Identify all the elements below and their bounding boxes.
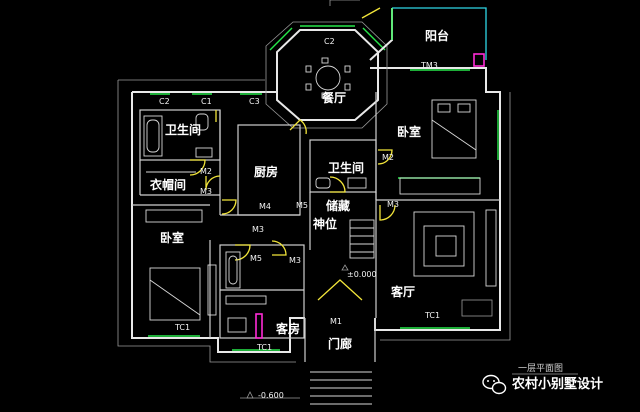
exterior-walls — [117, 67, 511, 363]
door-code-m1: M1 — [330, 317, 342, 326]
window-code-c2-left: C2 — [159, 97, 170, 106]
door-code-m2-b: M2 — [382, 153, 394, 162]
door-code-m3-d: M3 — [289, 256, 301, 265]
door-code-m5-b: M5 — [250, 254, 262, 263]
door-code-m3-c: M3 — [252, 225, 264, 234]
door-code-m3-a: M3 — [200, 187, 212, 196]
window-code-c2-top: C2 — [324, 37, 335, 46]
furniture — [143, 99, 497, 405]
room-label-bedroom-w: 卧室 — [160, 230, 184, 245]
door-code-m4: M4 — [259, 202, 271, 211]
room-label-shrine: 神位 — [313, 216, 337, 231]
wechat-icon — [482, 374, 507, 395]
window-code-tc1-b: TC1 — [256, 343, 272, 352]
door-code-tm3: TM3 — [420, 61, 438, 70]
elevation-floor: ±0.000 — [347, 270, 377, 279]
room-label-bathroom-nw: 卫生间 — [165, 122, 201, 137]
room-label-bathroom-center: 卫生间 — [328, 160, 364, 175]
room-label-kitchen: 厨房 — [254, 164, 278, 179]
window-code-c3-left: C3 — [249, 97, 260, 106]
window-code-c1-left: C1 — [201, 97, 212, 106]
room-label-bedroom-ne: 卧室 — [397, 124, 421, 139]
room-label-living: 客厅 — [390, 284, 415, 299]
door-code-m2-a: M2 — [200, 167, 212, 176]
elevation-outside: -0.600 — [258, 391, 284, 400]
room-label-porch: 门廊 — [328, 336, 352, 351]
window-code-tc1-c: TC1 — [424, 311, 440, 320]
watermark-text: 农村小别墅设计 — [511, 376, 603, 392]
room-label-storage: 储藏 — [326, 198, 350, 213]
room-label-balcony: 阳台 — [425, 28, 449, 43]
room-label-guest: 客房 — [275, 321, 300, 336]
door-code-m5-a: M5 — [296, 201, 308, 210]
balcony — [361, 7, 487, 71]
window-code-tc1-a: TC1 — [174, 323, 190, 332]
drawing-caption: 一层平面图 — [518, 363, 563, 374]
room-label-cloakroom: 衣帽间 — [150, 177, 186, 192]
room-label-dining: 餐厅 — [322, 90, 346, 105]
door-code-m3-b: M3 — [387, 200, 399, 209]
interior-walls — [132, 92, 500, 362]
doors — [189, 110, 396, 301]
dining-bay — [265, 21, 388, 129]
